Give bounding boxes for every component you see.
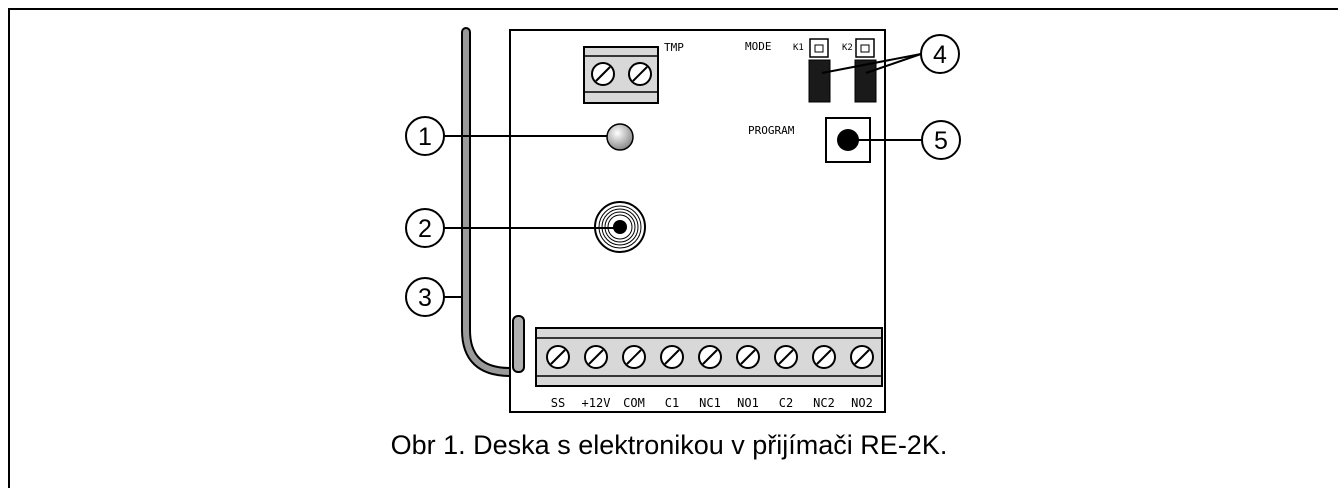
callout-circle-5 <box>921 120 961 160</box>
terminal-screw <box>698 345 722 369</box>
callout-circle-1 <box>405 116 445 156</box>
antenna-outline <box>461 27 515 377</box>
terminal-screw <box>584 345 608 369</box>
terminal-screw <box>774 345 798 369</box>
callout-circle-3 <box>405 277 445 317</box>
board-slot <box>512 315 525 373</box>
callout-number-5: 5 <box>934 127 948 155</box>
figure-frame <box>8 8 1338 488</box>
led <box>606 123 634 151</box>
k1-jumper <box>808 59 831 103</box>
k1-pin-square <box>814 44 824 53</box>
callout-number-3: 3 <box>418 284 432 312</box>
k1-label: K1 <box>793 43 804 53</box>
terminal-block <box>535 327 883 387</box>
terminal-screw <box>622 345 646 369</box>
callout-number-2: 2 <box>418 215 432 243</box>
terminal-screw <box>660 345 684 369</box>
terminal-label-no2: NO2 <box>851 396 873 410</box>
callout-circle-2 <box>405 208 445 248</box>
callout-line-4a <box>821 53 922 74</box>
terminal-label-c1: C1 <box>665 396 679 410</box>
terminal-screw <box>546 345 570 369</box>
callout-number-4: 4 <box>933 41 947 69</box>
terminal-label-nc2: NC2 <box>813 396 835 410</box>
terminal-screw <box>812 345 836 369</box>
program-label: PROGRAM <box>748 124 795 137</box>
figure-caption: Obr 1. Deska s elektronikou v přijímači … <box>390 430 948 460</box>
terminal-label-com: COM <box>623 396 645 410</box>
terminal-label-nc1: NC1 <box>699 396 721 410</box>
k2-pin-square <box>860 44 870 53</box>
mode-label: MODE <box>745 40 772 53</box>
tmp-connector <box>583 46 659 104</box>
antenna-wire <box>463 29 513 375</box>
terminal-label-c2: C2 <box>779 396 793 410</box>
terminal-screw <box>850 345 874 369</box>
terminal-label-no1: NO1 <box>737 396 759 410</box>
terminal-label-ss: SS <box>551 396 565 410</box>
callout-circle-4 <box>920 34 960 74</box>
tmp-label: TMP <box>664 41 684 54</box>
terminal-label-12v: +12V <box>582 396 611 410</box>
callout-number-1: 1 <box>418 123 432 151</box>
k2-label: K2 <box>842 43 853 53</box>
callout-line-4b <box>865 53 922 74</box>
terminal-screw <box>736 345 760 369</box>
